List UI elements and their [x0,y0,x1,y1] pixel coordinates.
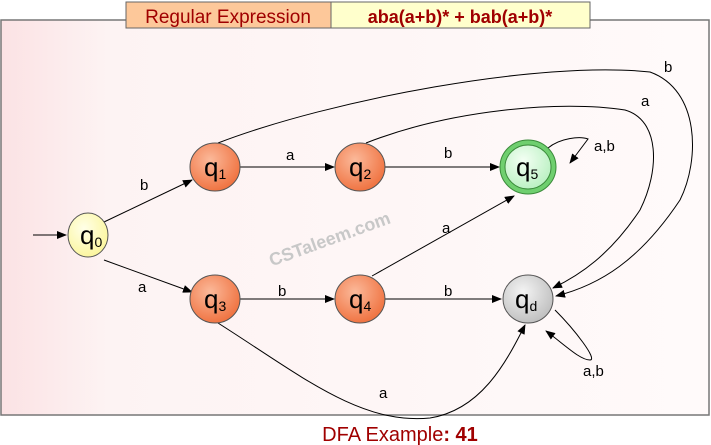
svg-text:q1: q1 [204,152,226,182]
edge-q4-q5 [371,195,515,277]
edge-label: a,b [583,363,604,380]
edge-label: b [140,177,148,194]
edge-q5-loop [547,137,589,164]
svg-text:qd: qd [515,284,537,314]
state-q1: q1 [189,142,241,192]
edge-qd-loop [545,309,593,361]
edge-label: a [641,93,650,110]
state-q5-final: q5 [499,139,557,195]
regex-expression: aba(a+b)* + bab(a+b)* [368,7,553,27]
edge-q3-qd [217,322,526,420]
edge-q2-qd [365,105,654,289]
edge-q1-qd [217,69,693,298]
state-q0: q0 [67,212,109,258]
svg-text:q5: q5 [516,152,538,182]
regex-header: Regular Expression aba(a+b)* + bab(a+b)* [125,1,591,29]
state-q4: q4 [334,274,386,324]
svg-text:q0: q0 [80,220,102,250]
svg-text:q4: q4 [349,284,371,314]
svg-text:q3: q3 [204,284,226,314]
state-q3: q3 [189,274,241,324]
edge-labels: b a a b b b a a,b b a a a,b [138,59,672,402]
caption: DFA Example: 41 [322,424,478,445]
state-qd-dead: qd [502,274,554,324]
edges [33,69,693,420]
edge-label: b [278,283,286,300]
states: q0 q1 q2 q5 q3 q4 qd [67,139,557,324]
edge-label: a [379,385,388,402]
edge-label: a [442,220,451,237]
regex-label: Regular Expression [145,7,311,28]
edge-label: a [138,279,147,296]
edge-label: b [444,145,452,162]
svg-text:q2: q2 [349,152,371,182]
diagram-frame [0,19,710,416]
edge-label: b [664,59,672,76]
state-q2: q2 [334,142,386,192]
edge-label: b [444,283,452,300]
edge-label: a [286,147,295,164]
edge-q0-q1 [103,179,193,223]
edge-q0-q3 [103,259,193,293]
edge-label: a,b [594,138,615,155]
